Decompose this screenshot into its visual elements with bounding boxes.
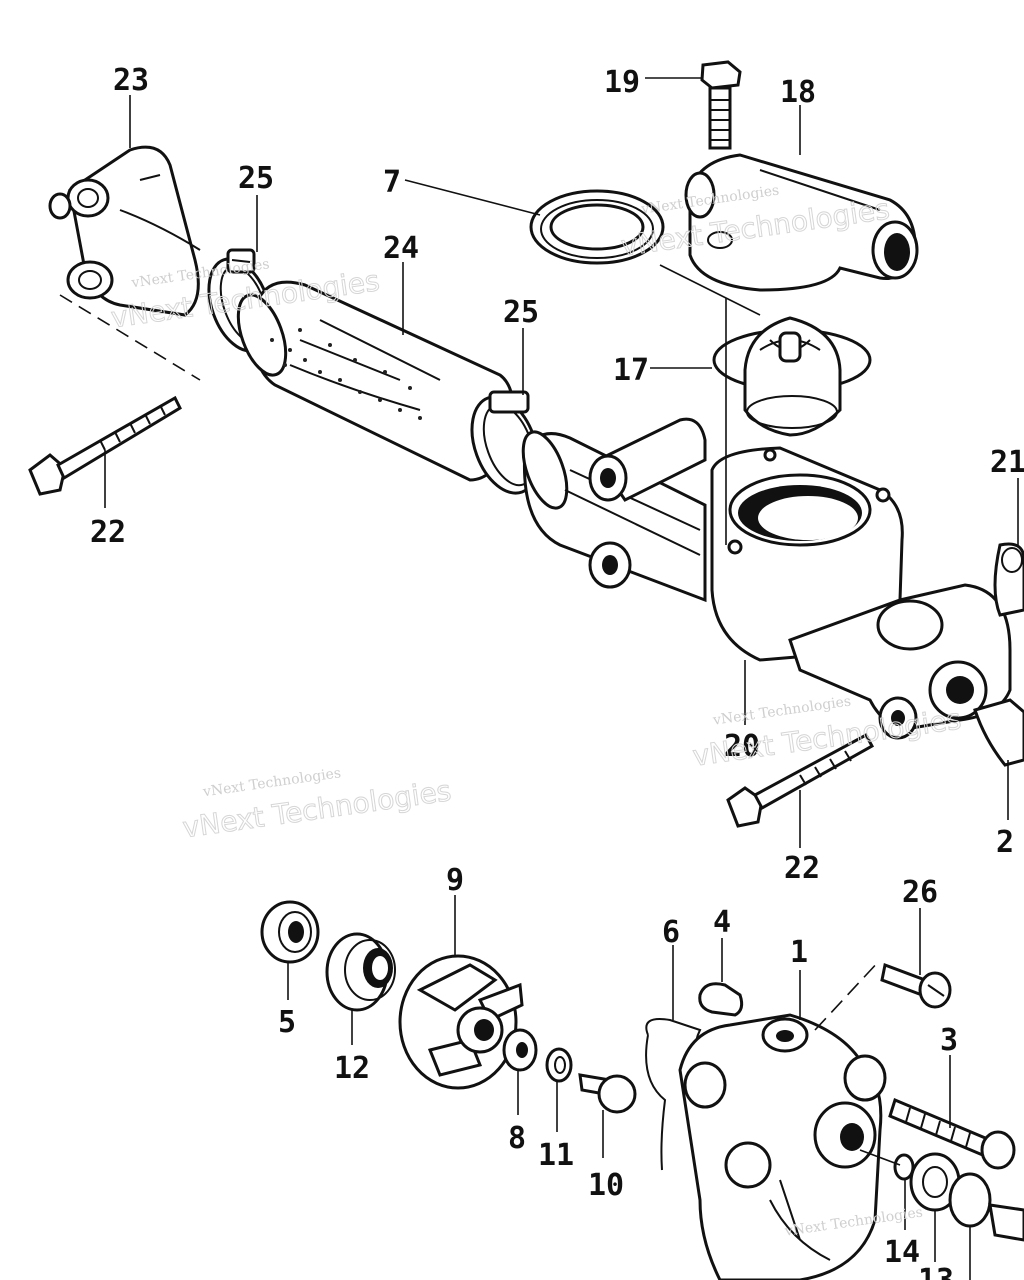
part-7-gasket [529,189,665,265]
part-8-washer [502,1028,538,1072]
callout-labels: 23 25 24 25 7 19 18 17 20 21 22 22 2 9 6… [90,63,1024,1280]
part-11-washer [545,1047,573,1083]
part-23-elbow [48,145,201,317]
part-19-bolt [700,60,742,150]
svg-text:vNext Technologies: vNext Technologies [273,1276,414,1280]
callout-10: 10 [588,1168,624,1203]
part-17-thermostat [712,316,872,437]
callout-9: 9 [446,863,464,898]
part-4-dowel [698,982,744,1017]
callout-7: 7 [383,165,401,200]
callout-24: 24 [383,231,419,266]
part-12-seal [325,932,396,1012]
callout-11: 11 [538,1138,574,1173]
callout-18: 18 [780,75,816,110]
callout-5: 5 [278,1005,296,1040]
callout-26: 26 [902,875,938,910]
part-26-screw [880,962,952,1009]
callout-21: 21 [990,445,1024,480]
callout-13: 13 [918,1263,954,1280]
leader-lines [59,77,1019,1280]
part-3-bolt [888,1097,1016,1170]
part-20-water-manifold [521,417,1024,767]
callout-1: 1 [790,935,808,970]
callout-23: 23 [113,63,149,98]
part-1-pump-cover [678,1013,887,1280]
callout-17: 17 [613,353,649,388]
callout-25-left: 25 [238,161,274,196]
callout-19: 19 [604,65,640,100]
part-10-bolt [578,1073,637,1114]
callout-12: 12 [334,1051,370,1086]
callout-6: 6 [662,915,680,950]
part-5-bearing [260,900,320,964]
callout-25-right: 25 [503,295,539,330]
callout-22-left: 22 [90,515,126,550]
part-2-fitting [948,1172,1024,1242]
part-22-bolt-right [726,732,875,828]
part-18-thermostat-cover [684,153,919,292]
part-9-impeller [398,954,524,1090]
callout-4: 4 [713,905,731,940]
callout-20: 20 [724,729,760,764]
part-22-bolt-left [28,395,182,496]
callout-8: 8 [508,1121,526,1156]
callout-22-right: 22 [784,851,820,886]
callout-14: 14 [884,1235,920,1270]
part-25-hose-clamp-right [470,390,540,495]
callout-3: 3 [940,1023,958,1058]
callout-2-upper: 2 [996,825,1014,860]
